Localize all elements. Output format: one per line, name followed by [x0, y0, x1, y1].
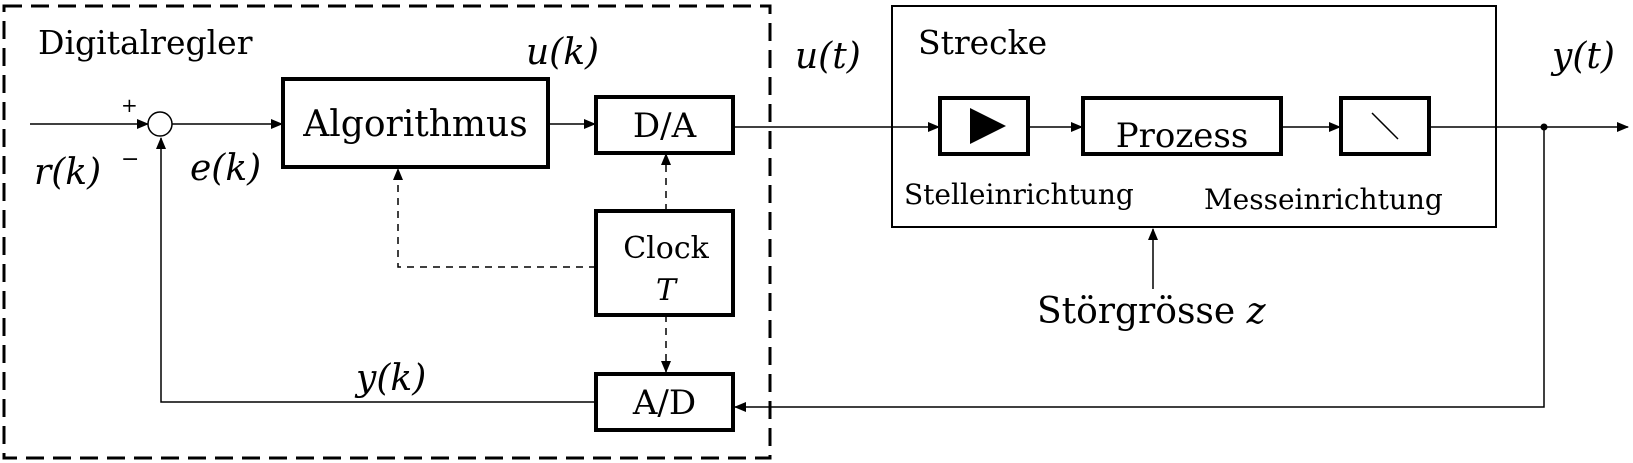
feedback-discrete-line: [156, 137, 596, 403]
output-discrete-label: y(k): [354, 358, 426, 399]
clock-period-label: T: [656, 273, 678, 308]
disturbance-label: Störgrösse: [1037, 291, 1235, 332]
controller-title: Digitalregler: [38, 23, 253, 62]
clock-label: Clock: [623, 231, 709, 266]
clock-to-algorithm-line: [393, 168, 596, 268]
control-discrete-label: u(k): [526, 32, 599, 73]
feedback-continuous-line: [734, 127, 1545, 412]
actuator-label: Stelleinrichtung: [904, 178, 1134, 211]
process-block: [1081, 96, 1283, 156]
ad-converter-block: [594, 372, 735, 432]
digital-controller-frame: [2, 4, 772, 460]
plant-frame: [891, 5, 1497, 228]
summing-junction: [147, 111, 173, 137]
sensor-slash-icon: [1371, 112, 1399, 140]
disturbance-label-group: Störgrösse z: [1037, 291, 1267, 332]
disturbance-symbol: z: [1246, 291, 1267, 332]
reference-signal-label: r(k): [34, 152, 101, 193]
ad-label: A/D: [632, 383, 696, 423]
minus-sign: −: [121, 147, 139, 172]
da-label: D/A: [633, 106, 697, 146]
algorithm-block: [281, 77, 550, 169]
algorithm-label: Algorithmus: [302, 104, 527, 145]
output-continuous-label: y(t): [1550, 36, 1615, 77]
control-continuous-label: u(t): [795, 36, 861, 77]
plus-sign: +: [121, 93, 138, 117]
da-converter-block: [594, 95, 735, 155]
plant-title: Strecke: [918, 23, 1047, 62]
actuator-triangle-icon: [970, 108, 1006, 144]
error-signal-label: e(k): [190, 148, 261, 189]
sensor-label: Messeinrichtung: [1204, 183, 1443, 216]
process-label: Prozess: [1116, 116, 1249, 156]
clock-block: [594, 209, 735, 317]
